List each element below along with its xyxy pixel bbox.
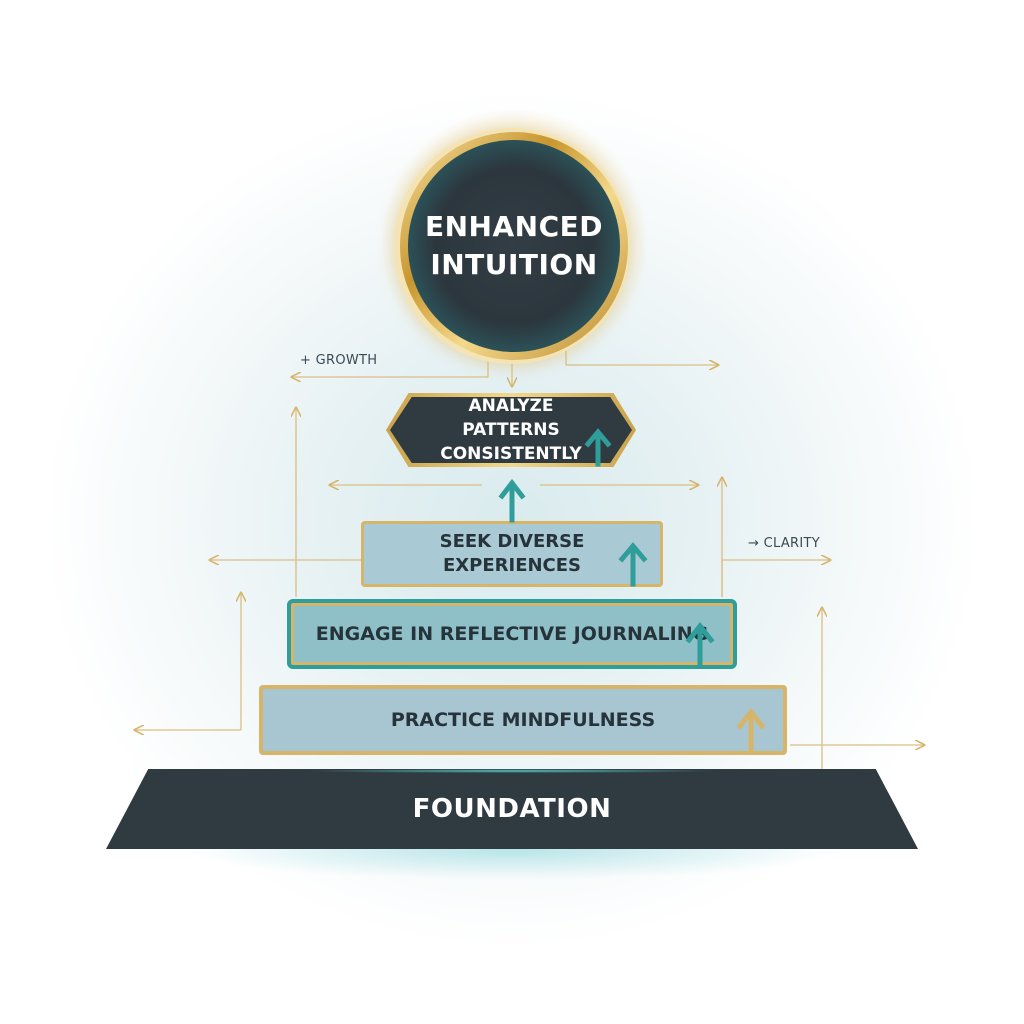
step-label: SEEK DIVERSE EXPERIENCES [439,531,585,576]
foundation-highlight [300,769,724,773]
clarity-label: → CLARITY [748,536,820,551]
step-seek-diverse: SEEK DIVERSE EXPERIENCES [361,521,663,587]
growth-label: + GROWTH [300,353,378,368]
foundation-label: FOUNDATION [412,794,612,824]
step-label: ENGAGE IN REFLECTIVE JOURNALING [315,623,709,645]
up-arrow-icon [498,478,526,523]
up-arrow-icon [618,542,648,587]
step-label: ANALYZE PATTERNS CONSISTENTLY [440,396,582,464]
up-arrow-icon [736,707,766,755]
goal-circle: ENHANCED INTUITION [408,140,620,352]
step-practice-mindfulness: PRACTICE MINDFULNESS [259,685,787,755]
foundation-base: FOUNDATION [106,769,918,849]
connector-right-top [565,350,718,365]
step-reflective-journaling: ENGAGE IN REFLECTIVE JOURNALING [287,599,737,669]
step-label: PRACTICE MINDFULNESS [390,709,656,731]
step-analyze-patterns: ANALYZE PATTERNS CONSISTENTLY [390,397,632,463]
up-arrow-icon [685,621,715,669]
goal-title: ENHANCED INTUITION [424,210,603,281]
up-arrow-icon [584,428,612,467]
